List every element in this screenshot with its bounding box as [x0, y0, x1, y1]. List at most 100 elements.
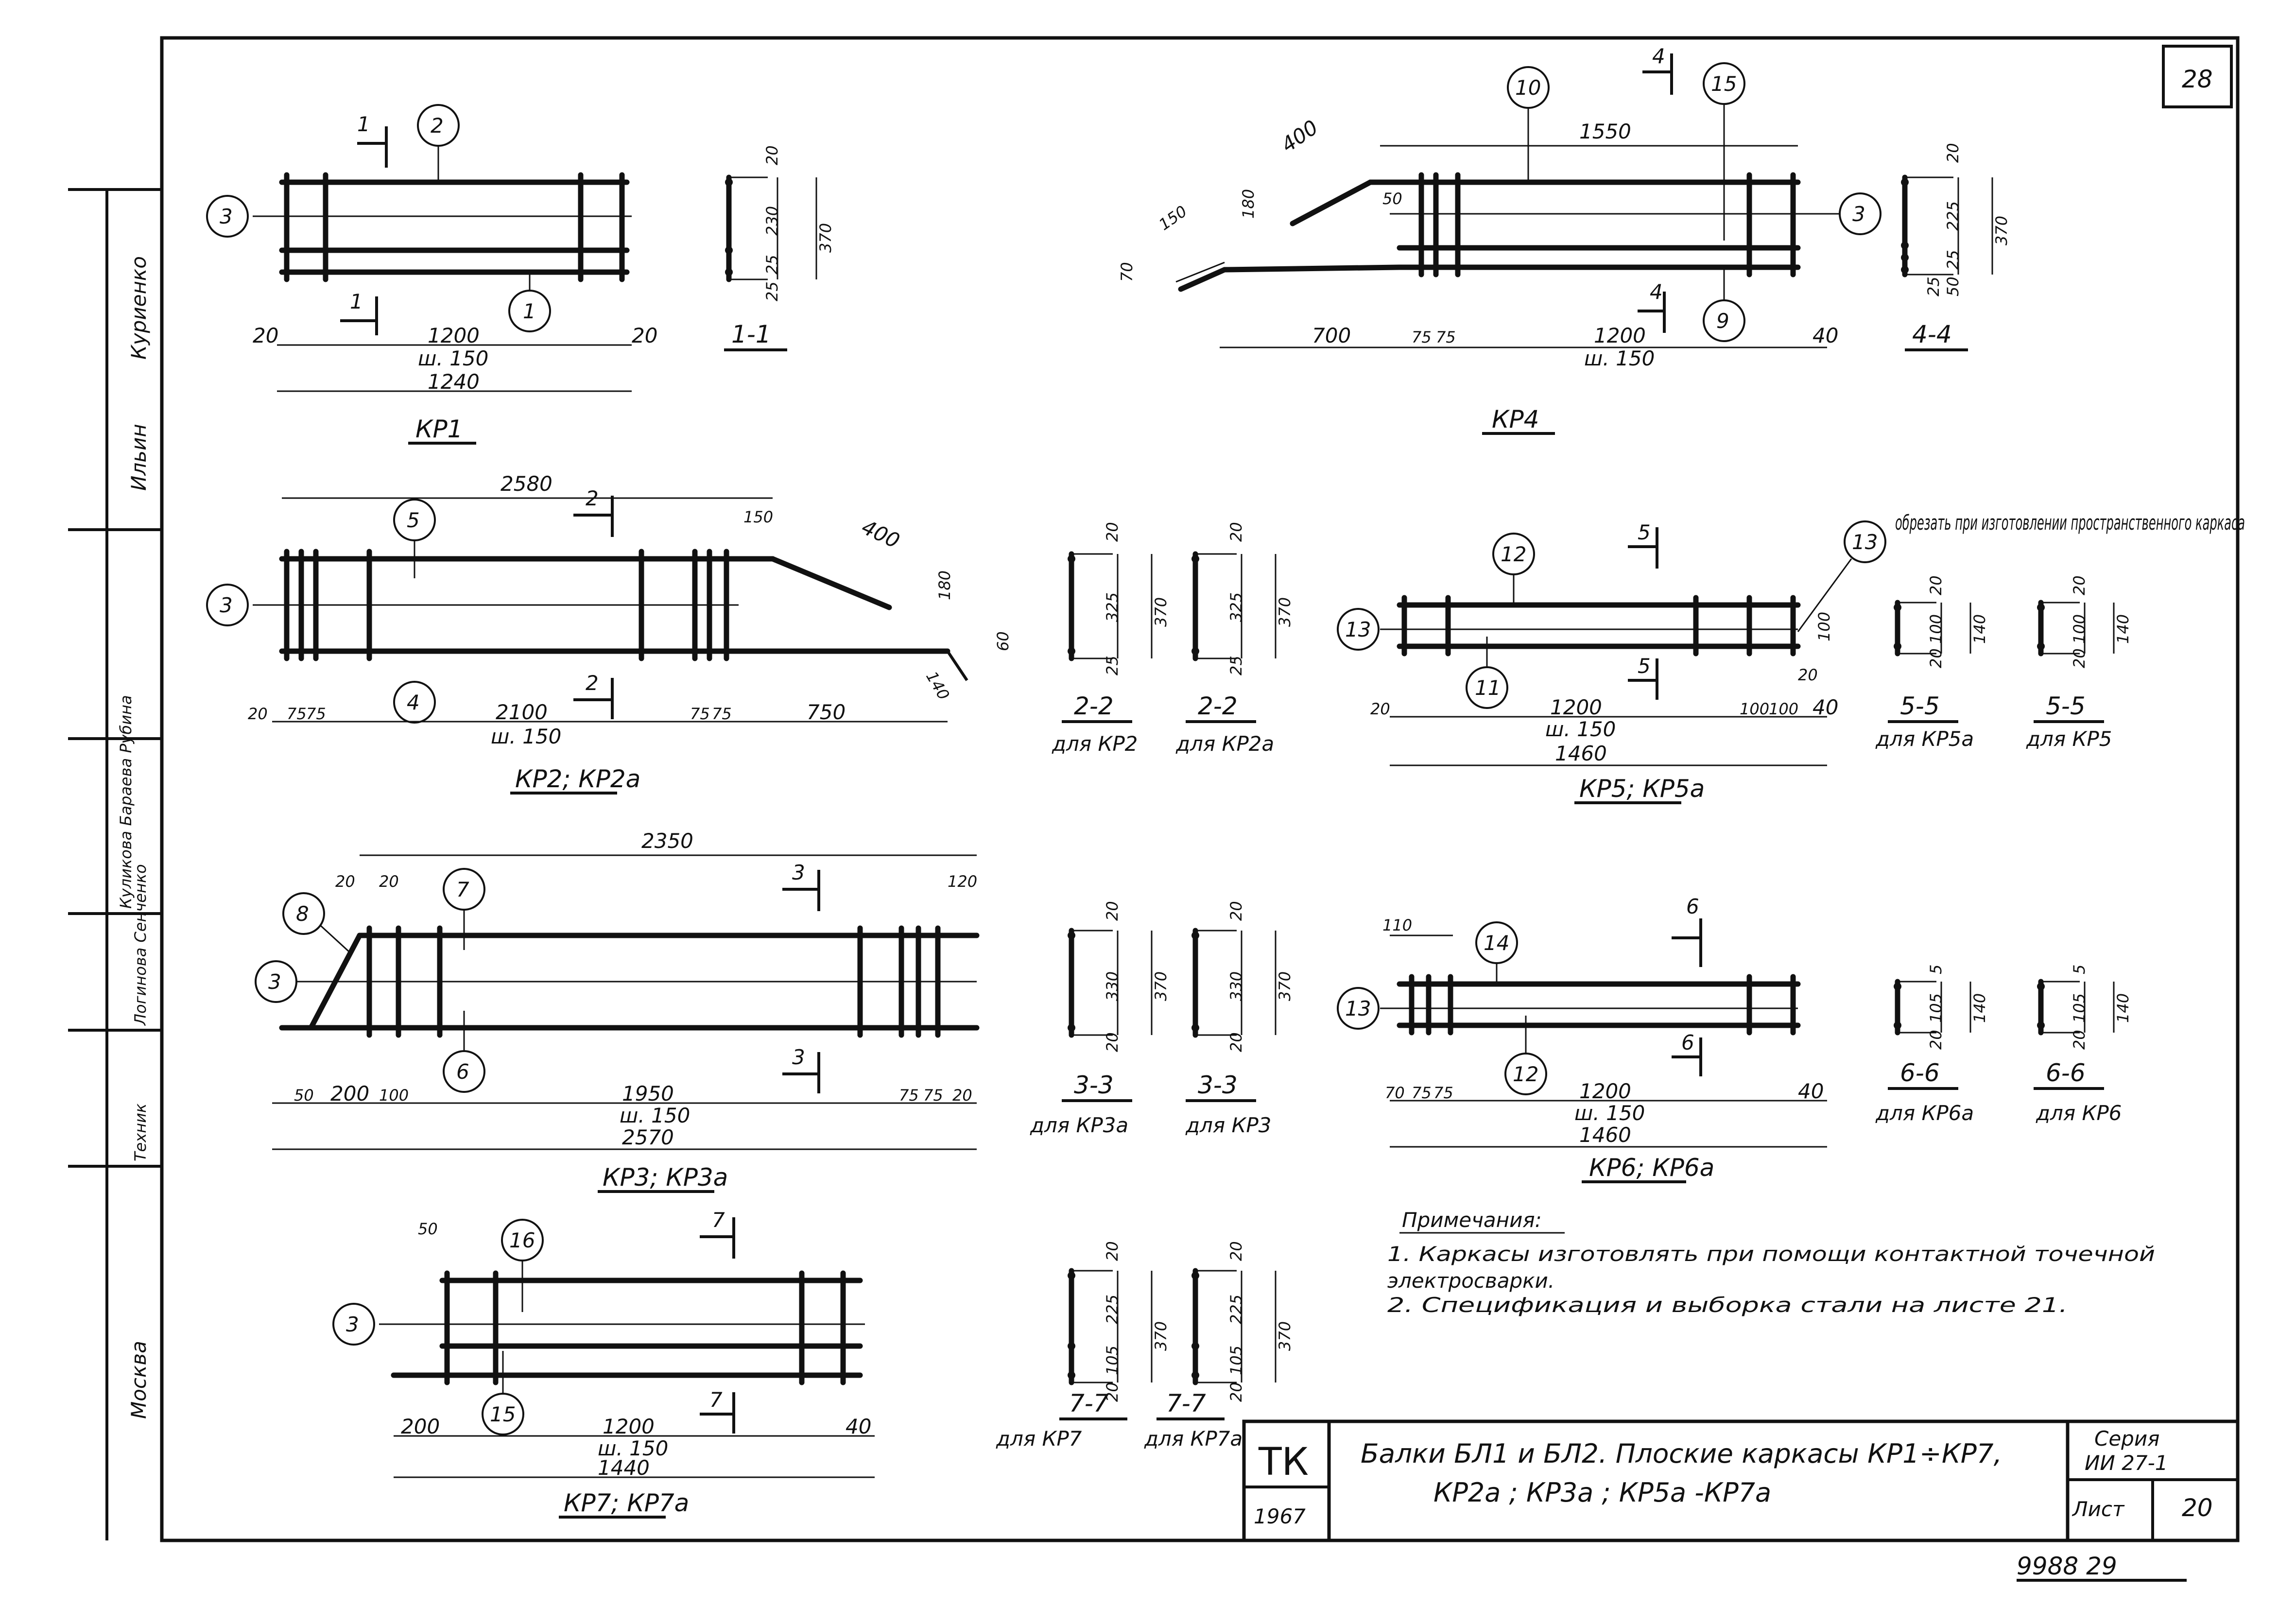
kp5-dim-20: 20	[1370, 700, 1390, 718]
org-code: ТК	[1258, 1440, 1309, 1484]
s66b-dim-140: 140	[2114, 993, 2132, 1023]
kp4-pos-3: 3	[1852, 202, 1865, 226]
section-2-2-kp2: 20 325 370 25 2-2 для КР2	[1052, 522, 1170, 756]
kp5-note: обрезать при изготовлении пространственн…	[1895, 511, 2245, 535]
s11-dim-20: 20	[763, 145, 781, 165]
kp7-step: ш. 150	[598, 1436, 668, 1460]
kp7-title: КР7; КР7а	[564, 1489, 689, 1517]
s33a-sub: для КР3а	[1030, 1113, 1128, 1137]
s77a-dim-105: 105	[1103, 1346, 1122, 1375]
kp5-dim-1200: 1200	[1550, 695, 1602, 719]
kp1-cut-top: 1	[357, 112, 370, 136]
s33a-dim-370: 370	[1152, 971, 1170, 1001]
kp3-cut-bottom: 3	[792, 1045, 805, 1069]
kp2-title: КР2; КР2а	[515, 765, 640, 793]
s44-dim-25a: 25	[1944, 250, 1962, 270]
kp3-title: КР3; КР3а	[603, 1163, 728, 1192]
stamp-text-4: Логинова Сенченко	[131, 864, 150, 1026]
s77a-dim-20: 20	[1103, 1241, 1122, 1261]
s33a-dim-20b: 20	[1103, 1032, 1122, 1052]
kp1-step: ш. 150	[418, 346, 488, 370]
stamp-text-2: Ильин	[127, 424, 151, 491]
kp6-step: ш. 150	[1574, 1101, 1645, 1125]
notes-block: Примечания: 1. Каркасы изготовлять при п…	[1387, 1208, 2155, 1317]
kp3-dim-50: 50	[294, 1086, 314, 1105]
kp5-dim-40: 40	[1813, 695, 1838, 719]
s66a-dim-105: 105	[1927, 993, 1945, 1023]
s22a-title: 2-2	[1074, 692, 1114, 720]
kp5-pos-11: 11	[1475, 676, 1501, 700]
kp2-dim-400: 400	[858, 515, 903, 553]
s55b-dim-100: 100	[2070, 614, 2089, 644]
kp4-cut-top: 4	[1652, 44, 1665, 68]
kp5-dim-20-right: 20	[1798, 666, 1818, 684]
kp2-pos-5: 5	[407, 508, 420, 532]
s33b-title: 3-3	[1198, 1071, 1238, 1099]
kp6-dim-1200: 1200	[1579, 1079, 1631, 1103]
kp2-cut-bottom: 2	[586, 671, 599, 695]
notes-line-1: 1. Каркасы изготовлять при помощи контак…	[1387, 1242, 2155, 1266]
s77a-dim-370: 370	[1152, 1321, 1170, 1351]
s66a-title: 6-6	[1900, 1059, 1940, 1087]
title-block: ТК 1967 Балки БЛ1 и БЛ2. Плоские каркасы…	[1242, 1419, 2240, 1542]
s22b-dim-325: 325	[1227, 592, 1245, 622]
kp7-pos-3: 3	[346, 1313, 359, 1336]
kp5-step: ш. 150	[1545, 717, 1616, 741]
s22a-dim-370: 370	[1152, 597, 1170, 627]
stamp-text-5: Техник	[131, 1103, 150, 1161]
s22b-dim-370: 370	[1276, 597, 1294, 627]
s11-dim-370: 370	[816, 223, 835, 253]
view-kp1: 3 2 1 1 1 20 20 1200 ш. 150 1240 КР1	[206, 104, 657, 445]
s22a-dim-20: 20	[1103, 522, 1122, 542]
view-kp7: 3 16 15 7 7 50 200 1200 ш. 150 40 1440 К…	[332, 1208, 875, 1519]
kp7-dim-50: 50	[418, 1220, 438, 1238]
kp2-pos-4: 4	[407, 691, 420, 714]
kp4-pos-10: 10	[1515, 76, 1541, 100]
kp6-dim-75b: 75	[1433, 1084, 1453, 1102]
kp5-dim-100: 100	[1815, 612, 1833, 641]
kp4-dim-400: 400	[1277, 115, 1323, 157]
kp4-dim-70: 70	[1118, 262, 1136, 282]
s55a-sub: для КР5а	[1875, 727, 1974, 751]
kp1-end-right: 20	[632, 324, 657, 347]
s77a-dim-20b: 20	[1103, 1382, 1122, 1402]
s33b-dim-370: 370	[1276, 971, 1294, 1001]
series-label: Серия	[2094, 1427, 2159, 1451]
kp7-dim-40: 40	[846, 1415, 871, 1438]
s77b-title: 7-7	[1166, 1389, 1206, 1417]
s11-dim-25b: 25	[763, 281, 781, 301]
kp6-dim-1460: 1460	[1579, 1123, 1631, 1147]
kp6-pos-12: 12	[1513, 1062, 1538, 1086]
s55a-dim-20b: 20	[1927, 648, 1945, 668]
kp7-dim-1200: 1200	[603, 1415, 655, 1438]
s33b-dim-330: 330	[1227, 971, 1245, 1001]
kp2-step: ш. 150	[491, 725, 561, 748]
kp2-dim-60: 60	[994, 631, 1012, 651]
kp2-dim-140: 140	[922, 668, 953, 703]
s22b-dim-25: 25	[1227, 656, 1245, 675]
s44-dim-25b: 25	[1924, 276, 1943, 296]
s33b-dim-20: 20	[1227, 901, 1245, 921]
view-kp4: 10 15 3 9 4 4 1550 400 150 180 70 50 700…	[1118, 44, 1882, 435]
s77b-dim-20: 20	[1227, 1241, 1245, 1261]
stamp-text-3: Куликова Бараева Рубина	[117, 695, 135, 909]
kp4-pos-9: 9	[1716, 309, 1729, 333]
s66b-dim-20: 20	[2070, 1030, 2089, 1050]
kp1-pos-2: 2	[431, 114, 444, 138]
kp4-pos-15: 15	[1711, 72, 1737, 96]
section-2-2-kp2a: 20 325 370 25 2-2 для КР2а	[1175, 522, 1294, 756]
s11-dim-25a: 25	[763, 255, 781, 275]
section-6-6-kp6: 5 105 140 20 6-6 для КР6	[2034, 965, 2132, 1125]
s77b-sub: для КР7а	[1144, 1427, 1243, 1451]
s44-dim-20: 20	[1944, 143, 1962, 163]
title-line-2: КР2а ; КР3а ; КР5а -КР7а	[1433, 1477, 1771, 1508]
kp5-cut-bottom: 5	[1638, 654, 1651, 678]
view-kp3: 8 3 7 6 3 3 2350 20 20 120 50 200 100 19…	[255, 829, 980, 1193]
sheet-frame	[160, 36, 2240, 1542]
archive-number: 9988 29	[2017, 1552, 2117, 1580]
kp6-title: КР6; КР6а	[1589, 1154, 1714, 1182]
s55b-dim-20: 20	[2070, 575, 2089, 595]
kp6-dim-110: 110	[1382, 916, 1412, 934]
s66b-sub: для КР6	[2036, 1101, 2122, 1125]
